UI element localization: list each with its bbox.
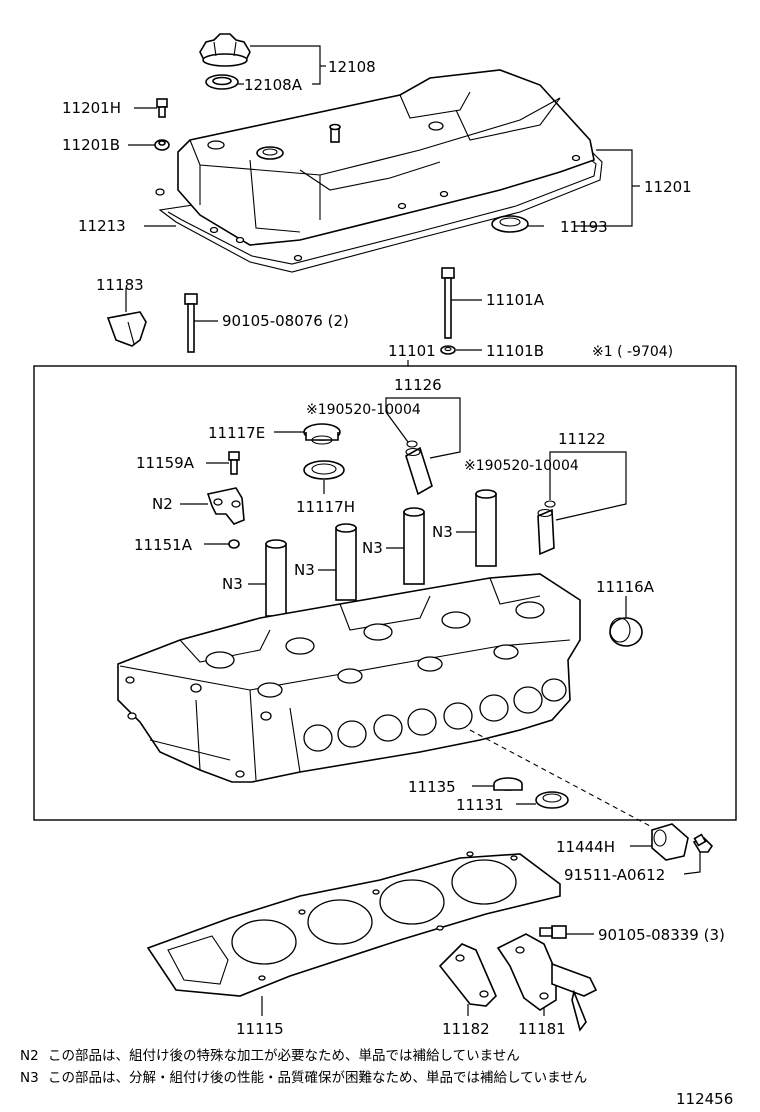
label-11101a: 11101A [486, 291, 545, 309]
bolt-11159a [228, 451, 240, 475]
footnote-n3-key: N3 [20, 1070, 39, 1086]
seal-11135 [493, 777, 523, 791]
oil-filler-cap-gasket [205, 74, 239, 90]
label-11183: 11183 [96, 276, 144, 294]
label-11135: 11135 [408, 778, 456, 796]
label-11117h: 11117H [296, 498, 355, 516]
footnote-n3-text: この部品は、分解・組付け後の性能・品質確保が困難なため、単品では補給していません [48, 1070, 587, 1086]
label-12108: 12108 [328, 58, 376, 76]
seal-11117h [303, 460, 345, 480]
label-11116a: 11116A [596, 578, 655, 596]
label-11201: 11201 [644, 178, 692, 196]
snap-ring-b [544, 500, 556, 508]
label-190520-b: ※190520-10004 [464, 458, 579, 474]
label-11126: 11126 [394, 376, 442, 394]
bolt-90105-08339 [539, 925, 567, 939]
washer-11101b [440, 345, 456, 355]
bolt-90105-08076 [184, 293, 198, 353]
label-n3-b: N3 [294, 561, 315, 579]
grommet-11201b [154, 139, 170, 151]
label-11201h: 11201H [62, 99, 121, 117]
label-11444h: 11444H [556, 838, 615, 856]
seal-11131 [535, 791, 569, 809]
plug-11183 [106, 311, 147, 347]
bolt-11201h [156, 98, 168, 118]
label-n3-a: N3 [222, 575, 243, 593]
cylinder-head-subassy-frame [33, 365, 737, 821]
label-190520-a: ※190520-10004 [306, 402, 421, 418]
figure-id: 112456 [676, 1090, 733, 1108]
bracket-11181 [496, 933, 598, 1032]
bracket-n2 [206, 487, 245, 525]
label-11101b: 11101B [486, 342, 544, 360]
valve-guide-bushing-11122 [537, 508, 555, 556]
label-11131: 11131 [456, 796, 504, 814]
label-12108a: 12108A [244, 76, 303, 94]
oil-filler-cap [199, 33, 251, 67]
tube-n3-4 [475, 489, 497, 567]
plug-11116a [609, 617, 643, 647]
label-11193: 11193 [560, 218, 608, 236]
plug-11151a [228, 539, 240, 549]
tube-n3-1 [265, 539, 287, 617]
label-11101: 11101 [388, 342, 436, 360]
label-11182: 11182 [442, 1020, 490, 1038]
valve-guide-bushing-11126 [405, 446, 433, 496]
seal-11193 [491, 215, 529, 233]
label-91511-a0612: 91511-A0612 [564, 866, 665, 884]
bolt-11101a [441, 267, 455, 339]
tube-n3-2 [335, 523, 357, 601]
head-gasket-11115 [146, 851, 561, 997]
footnote-n2-text: この部品は、組付け後の特殊な加工が必要なため、単品では補給していません [48, 1048, 520, 1064]
label-11159a: 11159A [136, 454, 195, 472]
bolt-91511-a0612 [692, 833, 714, 853]
plug-11444h [651, 823, 689, 861]
label-11117e: 11117E [208, 424, 265, 442]
label-11213: 11213 [78, 217, 126, 235]
bracket-11182 [438, 943, 497, 1007]
label-n3-c: N3 [362, 539, 383, 557]
label-11181: 11181 [518, 1020, 566, 1038]
label-11151a: 11151A [134, 536, 193, 554]
snap-ring-a [406, 440, 418, 448]
tube-n3-3 [403, 507, 425, 585]
label-11115: 11115 [236, 1020, 284, 1038]
label-n2: N2 [152, 495, 173, 513]
label-11201b: 11201B [62, 136, 120, 154]
cylinder-head-cover [155, 69, 603, 273]
plug-11117e [303, 423, 341, 445]
label-11122: 11122 [558, 430, 606, 448]
label-90105-08076: 90105-08076 (2) [222, 312, 349, 330]
label-90105-08339: 90105-08339 (3) [598, 926, 725, 944]
label-n3-d: N3 [432, 523, 453, 541]
footnote-n2-key: N2 [20, 1048, 39, 1064]
cylinder-head-casting [117, 573, 581, 783]
note-9704: ※1 ( -9704) [592, 344, 673, 360]
